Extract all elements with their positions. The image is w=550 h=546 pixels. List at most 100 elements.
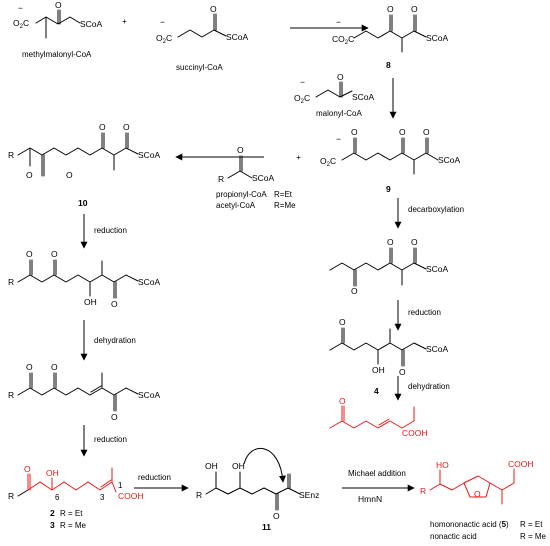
propionyl-label: propionyl-CoA (216, 190, 267, 199)
cooh-label: COOH (118, 491, 144, 501)
oxygen-label: O (339, 396, 346, 406)
succinyl-label: succinyl-CoA (176, 63, 223, 72)
nonactic-r: R = Me (520, 532, 547, 541)
plus-sign: + (122, 16, 127, 26)
compound-number: 8 (386, 60, 391, 70)
oxygen-label: O (111, 299, 118, 309)
compound-number: 10 (78, 198, 88, 208)
step-label: reduction (94, 226, 127, 235)
oxygen-label: O (387, 4, 394, 14)
carboxylate-label: O2C (294, 93, 310, 105)
curved-arrow (243, 447, 287, 483)
charge-label: − (300, 77, 305, 87)
step-label: dehydration (408, 382, 450, 391)
oh-label: OH (372, 365, 385, 375)
charge-label: − (336, 134, 341, 144)
charge-label: − (18, 3, 23, 13)
compound-number: 2 (50, 508, 55, 518)
compound-8-structure: − CO2C O O SCoA 8 (332, 4, 449, 70)
methylmalonyl-label: methylmalonyl-CoA (22, 50, 92, 59)
scoa-label: SCoA (80, 19, 103, 29)
carboxylate-label: O2C (156, 33, 172, 45)
compound-2-3-structure: R O OH COOH 6 3 1 2 R = Et 3 R = Me (8, 464, 144, 530)
step-label: decarboxylation (408, 205, 464, 214)
scoa-label: SCoA (426, 344, 449, 354)
step-label: Michael addition (348, 469, 406, 478)
oxygen-label: O (51, 249, 58, 259)
scoa-label: SCoA (138, 390, 161, 400)
scoa-label: SCoA (138, 277, 161, 287)
oxygen-label: O (24, 464, 31, 474)
malonyl-label: malonyl-CoA (316, 109, 362, 118)
r-label: R (8, 390, 14, 400)
oxygen-label: O (111, 412, 118, 422)
compound-number: 4 (374, 386, 379, 396)
step-label: reduction (408, 308, 441, 317)
compound-10-structure: R O O O O SCoA 10 (8, 122, 161, 208)
r-label: R (8, 491, 14, 501)
senz-label: SEnz (299, 490, 319, 500)
acyl-coa-structure: R O SCoA propionyl-CoA R=Et acetyl-CoA R… (216, 145, 296, 210)
oxygen-label: O (411, 237, 418, 247)
compound-number: 11 (262, 522, 271, 532)
carboxylate-label: O2C (13, 18, 29, 30)
oxygen-label: O (474, 489, 481, 499)
succinyl-coa-structure: − O2C O SCoA succinyl-CoA (156, 4, 249, 72)
reduced-intermediate-structure: R O O OH O SCoA (8, 249, 161, 309)
scoa-label: SCoA (438, 155, 461, 165)
ho-label: OH (205, 461, 218, 471)
oxygen-label: O (26, 170, 33, 180)
carboxylate-label: CO2C (332, 34, 354, 46)
oxygen-label: O (26, 249, 33, 259)
oxygen-label: O (273, 511, 280, 521)
compound-2-r: R = Et (60, 509, 83, 518)
malonyl-coa-structure: − O2C O SCoA malonyl-CoA (294, 72, 375, 118)
locant-3: 3 (100, 493, 105, 502)
oh-label: OH (232, 461, 245, 471)
step-label: reduction (138, 473, 171, 482)
decarboxylated-intermediate-structure: O O O SCoA (329, 237, 449, 296)
homononactic-label: homononactic acid (5) (430, 520, 509, 529)
oxygen-label: O (123, 122, 130, 132)
acetyl-label: acetyl-CoA (216, 201, 256, 210)
scoa-label: SCoA (252, 173, 275, 183)
ho-label: HO (436, 460, 449, 470)
oxygen-label: O (399, 127, 406, 137)
step-label: reduction (94, 435, 127, 444)
nonactic-label: nonactic acid (430, 532, 477, 541)
red-acid-structure: O COOH (329, 396, 428, 438)
r-label: R (420, 486, 426, 496)
locant-6: 6 (55, 493, 60, 502)
charge-label: − (336, 17, 341, 27)
compound-number: 3 (50, 520, 55, 530)
cooh-label: COOH (508, 459, 534, 469)
homononactic-r: R = Et (520, 520, 543, 529)
r-label: R (8, 150, 14, 160)
oxygen-label: O (55, 0, 62, 10)
cooh-label: COOH (402, 428, 428, 438)
propionyl-r-label: R=Et (274, 190, 293, 199)
scoa-label: SCoA (426, 264, 449, 274)
scoa-label: SCoA (352, 92, 375, 102)
oxygen-label: O (99, 122, 106, 132)
r-label: R (8, 277, 14, 287)
oxygen-label: O (411, 4, 418, 14)
carboxylate-label: O2C (320, 156, 336, 168)
oxygen-label: O (337, 72, 344, 82)
oxygen-label: O (51, 362, 58, 372)
step-label: dehydration (94, 336, 136, 345)
nonactic-acid-structure: R HO O COOH homononactic acid (5) R = Et… (420, 459, 547, 541)
plus-sign: + (296, 152, 301, 162)
oxygen-label: O (351, 127, 358, 137)
scoa-label: SCoA (138, 150, 161, 160)
r-label: R (196, 490, 202, 500)
acetyl-r-label: R=Me (274, 201, 296, 210)
oxygen-label: O (387, 237, 394, 247)
oxygen-label: O (351, 286, 358, 296)
oxygen-label: O (26, 362, 33, 372)
enzyme-label: HmnN (358, 494, 382, 504)
dehydrated-intermediate-structure: R O O O SCoA (8, 362, 161, 422)
oxygen-label: O (66, 170, 73, 180)
oxygen-label: O (399, 367, 406, 377)
